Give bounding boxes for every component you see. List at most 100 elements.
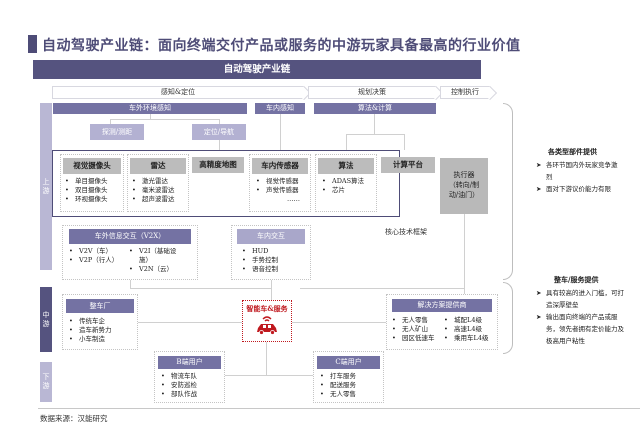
note-point: ➤输出面向终端的产品或服务，领先者拥有定价能力及极高用户粘性 <box>536 313 624 345</box>
footer-divider <box>38 408 640 409</box>
note-point: ➤面对下游议价能力有限 <box>536 185 611 193</box>
connector <box>219 140 220 150</box>
connector <box>219 119 220 124</box>
connector <box>280 114 281 150</box>
list-item: 毫米波雷达 <box>132 186 188 195</box>
list-item: 双目摄像头 <box>65 186 123 195</box>
arrow-bullet-icon: ➤ <box>536 313 542 321</box>
list-item: 超声波雷达 <box>132 195 188 204</box>
list-item: 环视摄像头 <box>65 195 123 204</box>
module-cabin-sensor: 车内传感器 视觉传感器 声觉传感器 …… <box>249 154 311 212</box>
connector <box>346 134 404 135</box>
connector <box>464 214 465 310</box>
notes-upstream-title: 各类型部件提供 <box>548 147 597 156</box>
group-external-perception: 车外环境感知 <box>53 103 247 114</box>
group-internal-perception: 车内感知 <box>255 103 305 114</box>
module-algorithm: 算法 ADAS算法 芯片 <box>315 154 377 212</box>
actuator-box: 执行器 （转向/制 动/油门） <box>440 158 488 214</box>
connector <box>374 114 375 134</box>
list-item: 无人零售 <box>320 390 383 399</box>
side-label-downstream: 下游 <box>40 362 52 402</box>
list-item: HUD <box>242 247 310 256</box>
module-radar: 雷达 激光雷达 毫米波雷达 超声波雷达 <box>127 154 189 212</box>
list-item: V2I（基础设 <box>129 247 176 256</box>
list-item: 部队作战 <box>161 390 224 399</box>
list-item-cont: 施） <box>139 256 152 264</box>
list-item: 芯片 <box>322 186 376 195</box>
center-title: 智能车&服务 <box>246 304 288 313</box>
arrow-solutions-to-center <box>292 322 386 323</box>
group-algo-compute: 算法&计算 <box>314 103 436 114</box>
list-item: ADAS算法 <box>322 177 376 186</box>
connector <box>110 119 220 120</box>
b-users-card: B端用户 物流车队 安防巡检 部队作战 <box>154 351 225 403</box>
list-item: 造车新势力 <box>69 326 137 335</box>
list-item: 语音控制 <box>242 265 310 274</box>
in-car-interaction-card: 车内交互 HUD 手势控制 语音控制 <box>231 225 311 280</box>
core-tech-label: 核心技术框架 <box>385 228 427 236</box>
page-title: 自动驾驶产业链：面向终端交付产品或服务的中游玩家具备最高的行业价值 <box>42 38 521 54</box>
diagram-header: 自动驾驶产业链 <box>33 60 481 79</box>
arrow-bullet-icon: ➤ <box>536 161 542 169</box>
list-item: 无人矿山 <box>392 325 444 334</box>
notes-midstream: 整车/服务提供 ➤具有较高的进入门槛，可打造深厚壁垒 ➤输出面向终端的产品或服务… <box>536 275 636 347</box>
connector <box>346 134 347 150</box>
list-item: 安防巡检 <box>161 381 224 390</box>
subgroup-locate: 定位/导航 <box>192 124 246 140</box>
b-users-title: B端用户 <box>158 356 221 369</box>
list-item: V2P（行人） <box>69 256 129 265</box>
list-item: V2N（云） <box>129 265 176 274</box>
list-item: 手势控制 <box>242 256 310 265</box>
list-item: 配送服务 <box>320 381 383 390</box>
note-point: ➤具有较高的进入门槛，可打造深厚壁垒 <box>536 289 624 309</box>
note-point: ➤各环节国内外玩家竞争激烈 <box>536 161 618 181</box>
connected-car-icon <box>257 316 277 335</box>
list-item: 单目摄像头 <box>65 177 123 186</box>
connector <box>130 280 131 288</box>
stage-control: 控制执行 <box>440 86 490 99</box>
arrow-bullet-icon: ➤ <box>536 185 542 193</box>
arrow-oem-to-center <box>138 322 242 323</box>
connector <box>130 288 272 289</box>
list-item: 打车服务 <box>320 372 383 381</box>
list-item: 传统车企 <box>69 317 137 326</box>
stage-planning: 规划决策 <box>308 86 436 99</box>
subgroup-detect: 探测/测距 <box>90 124 144 140</box>
arrow-bullet-icon: ➤ <box>536 289 542 297</box>
connector <box>266 342 267 376</box>
module-compute-platform: 计算平台 <box>381 157 435 173</box>
list-item: 声觉传感器 <box>256 186 310 195</box>
brace-upstream <box>503 103 513 280</box>
connector <box>300 288 465 289</box>
more-ellipsis: …… <box>287 195 300 203</box>
v2x-title: 车外信息交互（V2X） <box>69 229 191 244</box>
module-title: 视觉摄像头 <box>63 158 121 174</box>
c-users-title: C端用户 <box>317 356 380 369</box>
stage-perception: 感知&定位 <box>52 86 304 99</box>
module-vision-camera: 视觉摄像头 单目摄像头 双目摄像头 环视摄像头 <box>60 154 124 212</box>
title-accent-bar <box>28 35 37 53</box>
in-car-title: 车内交互 <box>237 229 305 244</box>
connector <box>404 134 405 150</box>
module-hd-map: 高精度地图 <box>192 157 244 173</box>
solutions-card: 解决方案提供商 无人零售 无人矿山 园区低速车 城配L4级 高速L4级 乘用车L… <box>386 294 498 350</box>
connector <box>271 280 272 300</box>
notes-midstream-title: 整车/服务提供 <box>554 275 599 284</box>
connector <box>225 375 313 376</box>
connector <box>110 119 111 124</box>
core-tech-frame <box>52 150 400 217</box>
list-item: 高速L4级 <box>444 325 488 334</box>
list-item: 城配L4级 <box>444 316 488 325</box>
side-label-midstream: 中游 <box>40 287 52 352</box>
smart-car-service-card: 智能车&服务 <box>242 300 292 342</box>
list-item: 激光雷达 <box>132 177 188 186</box>
module-title: 雷达 <box>130 158 186 174</box>
side-label-upstream: 上游 <box>40 103 52 270</box>
c-users-card: C端用户 打车服务 配送服务 无人零售 <box>313 351 384 403</box>
list-item: 物流车队 <box>161 372 224 381</box>
list-item: 小车制造 <box>69 335 137 344</box>
module-title: 算法 <box>318 158 374 174</box>
oem-title: 整车厂 <box>66 299 134 313</box>
list-item: 乘用车L4级 <box>444 334 488 343</box>
connector <box>150 114 151 120</box>
